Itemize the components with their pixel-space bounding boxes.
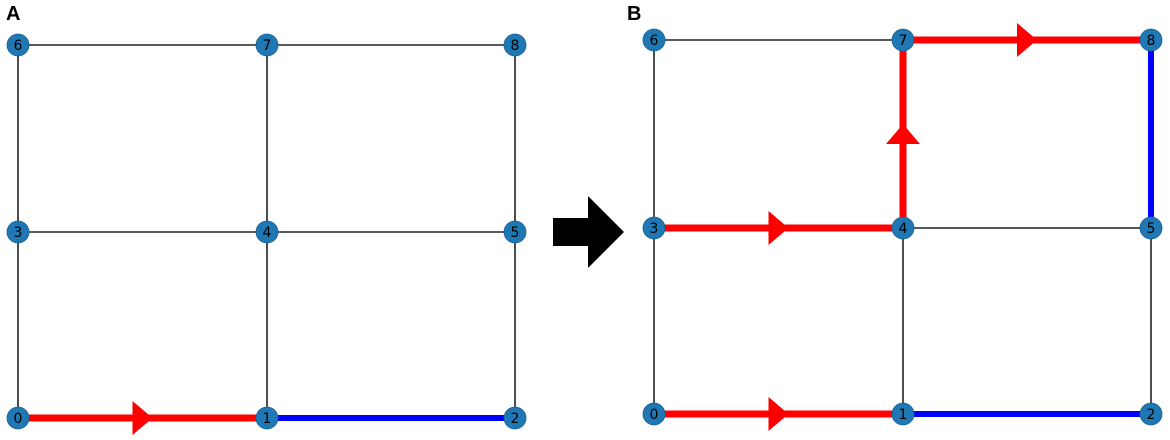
panel-b-node-2: 2: [1139, 402, 1163, 426]
panel-b-node-circle-4: [891, 216, 915, 240]
panel-a-node-label-7: 7: [263, 38, 272, 54]
panel-a-node-circle-6: [6, 33, 30, 57]
panel-b-node-3: 3: [642, 216, 666, 240]
panel-b-arrowhead-3-4: [768, 211, 789, 245]
panel-a-node-label-0: 0: [14, 411, 23, 427]
panel-b-node-circle-5: [1139, 216, 1163, 240]
panel-a-node-circle-4: [255, 220, 279, 244]
panel-b-node-label-6: 6: [650, 33, 659, 49]
panel-b-node-label-3: 3: [650, 221, 659, 237]
panel-a-node-circle-2: [503, 406, 527, 430]
panel-a: A 0 1 2 3 4 5 6 7 8: [6, 3, 527, 435]
panel-a-node-circle-8: [503, 33, 527, 57]
panel-a-node-label-4: 4: [263, 225, 272, 241]
panel-b-arrowheads: [768, 23, 1037, 431]
panel-b-node-4: 4: [891, 216, 915, 240]
panel-b-node-label-0: 0: [650, 407, 659, 423]
panel-b-node-circle-0: [642, 402, 666, 426]
panel-a-node-label-5: 5: [511, 225, 520, 241]
panel-b-node-circle-6: [642, 28, 666, 52]
panel-a-node-4: 4: [255, 220, 279, 244]
panel-a-node-circle-7: [255, 33, 279, 57]
panel-a-label: A: [6, 3, 20, 25]
panel-b-node-circle-3: [642, 216, 666, 240]
panel-b-arrowhead-7-8: [1017, 23, 1037, 57]
panel-a-node-label-1: 1: [263, 411, 272, 427]
panel-a-node-label-3: 3: [14, 225, 23, 241]
panel-b-node-label-8: 8: [1147, 33, 1156, 49]
panel-a-node-label-6: 6: [14, 38, 23, 54]
panel-b-nodes: 0 1 2 3 4 5 6 7 8: [642, 28, 1163, 426]
panel-a-node-0: 0: [6, 406, 30, 430]
panel-a-node-2: 2: [503, 406, 527, 430]
panel-b-node-1: 1: [891, 402, 915, 426]
panel-a-node-6: 6: [6, 33, 30, 57]
panel-a-node-circle-5: [503, 220, 527, 244]
panel-a-node-circle-0: [6, 406, 30, 430]
panel-a-node-circle-3: [6, 220, 30, 244]
panel-b-arrowhead-4-7: [886, 124, 920, 144]
panel-b-node-circle-8: [1139, 28, 1163, 52]
panel-a-node-1: 1: [255, 406, 279, 430]
panel-b-node-label-2: 2: [1147, 407, 1156, 423]
panel-b-node-label-1: 1: [899, 407, 908, 423]
panel-b-node-8: 8: [1139, 28, 1163, 52]
panel-b-blue-path: [903, 40, 1154, 417]
panel-a-node-3: 3: [6, 220, 30, 244]
panel-b-arrowhead-0-1: [768, 397, 789, 431]
panel-b-node-5: 5: [1139, 216, 1163, 240]
panel-b-node-circle-2: [1139, 402, 1163, 426]
panel-a-node-label-2: 2: [511, 411, 520, 427]
panel-a-node-5: 5: [503, 220, 527, 244]
panel-b-node-circle-7: [891, 28, 915, 52]
panel-a-node-8: 8: [503, 33, 527, 57]
panel-b-node-label-7: 7: [899, 33, 908, 49]
panel-b-node-circle-1: [891, 402, 915, 426]
panel-a-node-7: 7: [255, 33, 279, 57]
panel-a-node-circle-1: [255, 406, 279, 430]
panel-b-label: B: [627, 3, 641, 25]
panel-b-node-0: 0: [642, 402, 666, 426]
panel-a-arrowhead-0-1: [132, 401, 153, 435]
panel-b-node-label-5: 5: [1147, 221, 1156, 237]
panel-b-node-6: 6: [642, 28, 666, 52]
right-arrow-icon: [553, 196, 624, 268]
panel-a-arrowheads: [132, 401, 153, 435]
panel-a-nodes: 0 1 2 3 4 5 6 7 8: [6, 33, 527, 430]
panel-b-node-7: 7: [891, 28, 915, 52]
panel-a-node-label-8: 8: [511, 38, 520, 54]
panel-b-node-label-4: 4: [899, 221, 908, 237]
panel-b: B 0 1 2 3 4 5 6 7 8: [627, 3, 1163, 431]
